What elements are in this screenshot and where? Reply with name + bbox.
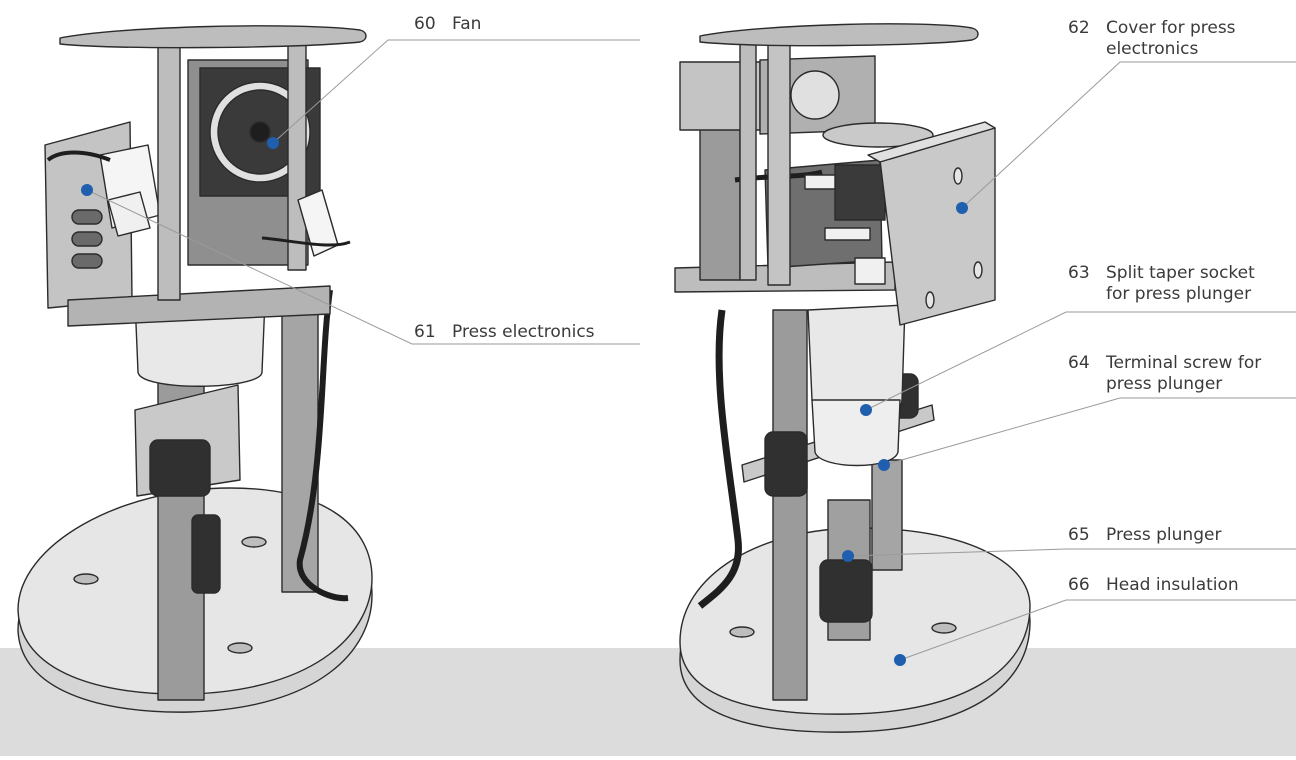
- callout-label-fan: 60 Fan: [414, 14, 481, 35]
- callout-number: 60: [414, 14, 436, 34]
- callout-text: Press electronics: [452, 322, 595, 342]
- leader-line: [883, 397, 1296, 466]
- left-assembly: [17, 25, 373, 713]
- callout-number: 65: [1068, 525, 1090, 545]
- callout-marker-dot: [81, 184, 93, 196]
- callout-label-split-taper-socket: 63 Split taper socket for press plunger: [1068, 263, 1255, 305]
- callout-text: Terminal screw for press plunger: [1106, 353, 1262, 394]
- callout-label-press-plunger: 65 Press plunger: [1068, 525, 1221, 546]
- callout-text: Fan: [452, 14, 482, 34]
- callout-number: 62: [1068, 18, 1090, 38]
- callout-label-cover-for-press-electronics: 62 Cover for press electronics: [1068, 18, 1236, 60]
- callout-text: Head insulation: [1106, 575, 1239, 595]
- leader-line: [899, 599, 1296, 661]
- leader-line: [961, 61, 1296, 209]
- callout-marker-dot: [842, 550, 854, 562]
- callout-marker-dot: [894, 654, 906, 666]
- callout-marker-dot: [860, 404, 872, 416]
- leader-line: [865, 311, 1296, 411]
- callout-marker-dot: [267, 137, 279, 149]
- callout-number: 66: [1068, 575, 1090, 595]
- callout-number: 64: [1068, 353, 1090, 373]
- leader-line: [847, 548, 1296, 557]
- callout-marker-dot: [878, 459, 890, 471]
- callout-markers: [81, 137, 968, 666]
- callout-label-press-electronics: 61 Press electronics: [414, 322, 595, 343]
- callout-text: Split taper socket for press plunger: [1106, 263, 1255, 304]
- callout-label-head-insulation: 66 Head insulation: [1068, 575, 1239, 596]
- callout-text: Press plunger: [1106, 525, 1222, 545]
- right-assembly: [674, 23, 1031, 733]
- leader-line: [272, 39, 640, 144]
- leader-lines: [86, 39, 1296, 661]
- callout-number: 61: [414, 322, 436, 342]
- callout-label-terminal-screw: 64 Terminal screw for press plunger: [1068, 353, 1261, 395]
- callout-marker-dot: [956, 202, 968, 214]
- leader-line: [86, 189, 640, 345]
- callout-text: Cover for press electronics: [1106, 18, 1236, 59]
- callout-number: 63: [1068, 263, 1090, 283]
